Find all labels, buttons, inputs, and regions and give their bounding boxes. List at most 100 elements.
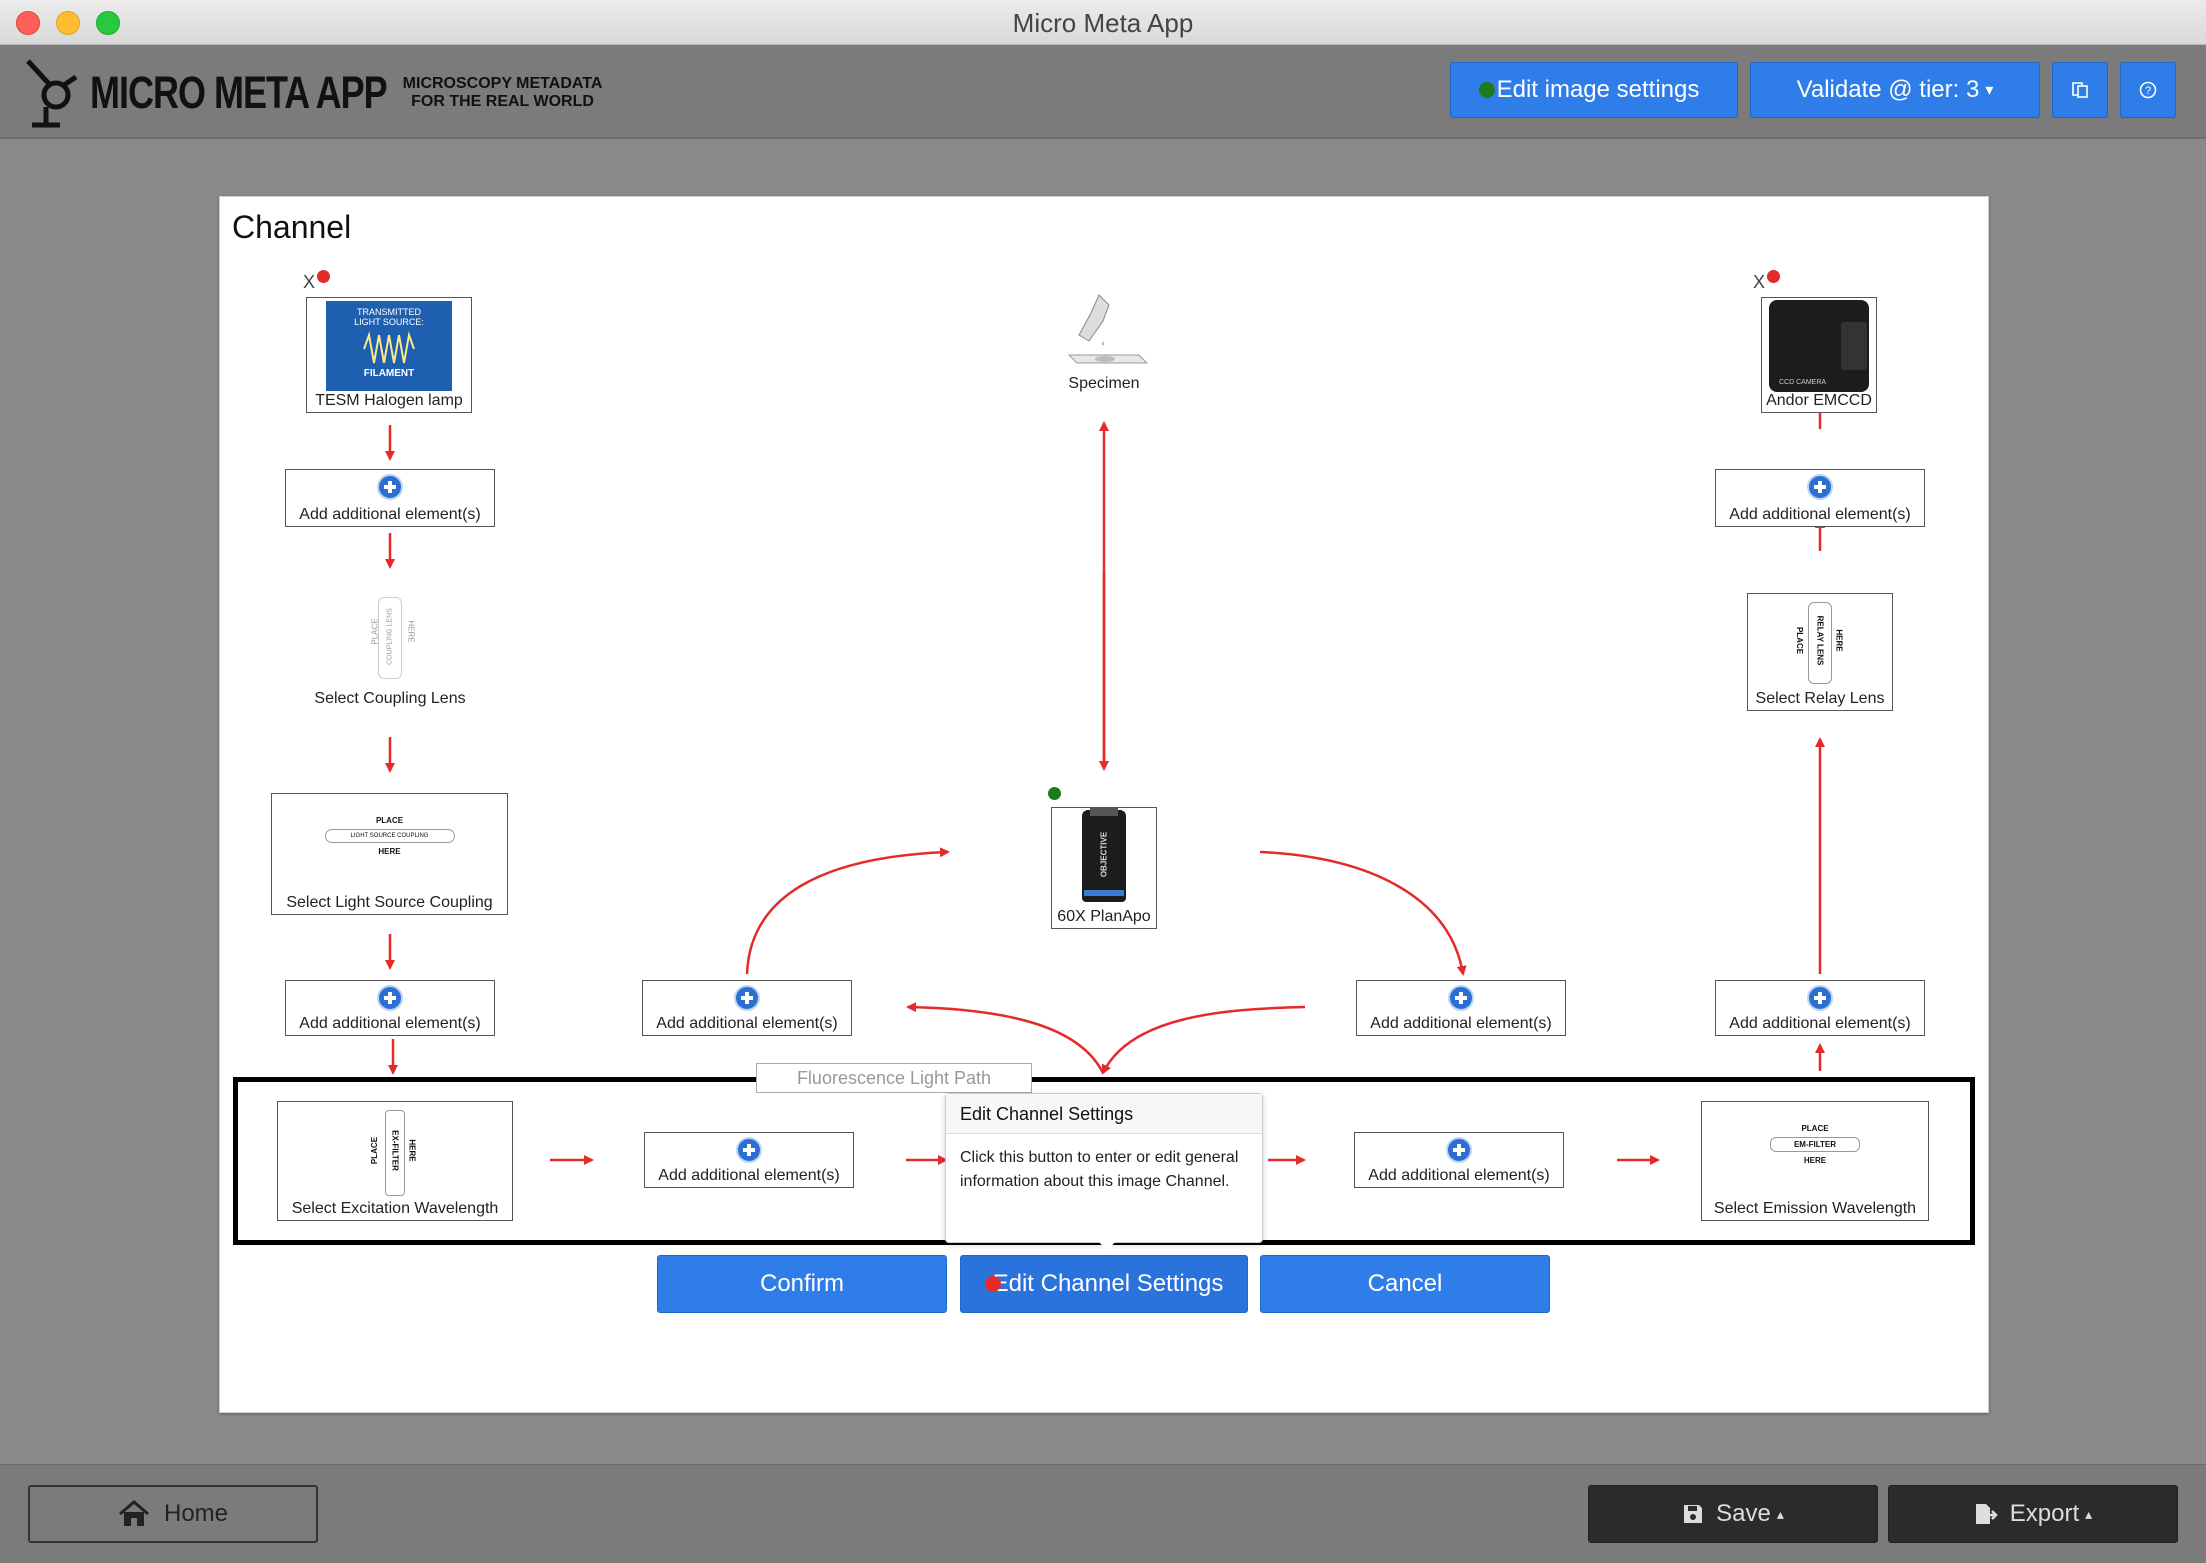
objective-image: OBJECTIVE (1082, 808, 1126, 902)
placeholder-text-name: EX-FILTER (390, 1130, 400, 1171)
remove-light-source[interactable]: X (303, 270, 330, 293)
validate-tier-dropdown[interactable]: Validate @ tier: 3 ▾ (1750, 62, 2040, 118)
edit-channel-tooltip: Edit Channel Settings Click this button … (945, 1093, 1263, 1251)
add-element-button-mid-right[interactable]: Add additional element(s) (1356, 980, 1566, 1036)
lamp-image-text-3: FILAMENT (363, 368, 415, 379)
app-logo: MICRO META APP MICROSCOPY METADATA FOR T… (20, 55, 602, 131)
detector-component[interactable]: CCD CAMERA Andor EMCCD (1761, 297, 1877, 413)
filament-icon (363, 331, 415, 364)
clipboard-icon (2072, 82, 2088, 98)
specimen-slide-icon (1067, 294, 1149, 364)
lamp-image-text-1: TRANSMITTED (357, 307, 421, 317)
zoom-window-button[interactable] (96, 11, 120, 35)
add-element-label: Add additional element(s) (656, 1015, 838, 1032)
window-title: Micro Meta App (1012, 8, 1194, 38)
export-label: Export (2009, 1500, 2080, 1527)
tooltip-arrow (1099, 1242, 1115, 1251)
objective-image-text: OBJECTIVE (1099, 831, 1109, 878)
excitation-wavelength-component[interactable]: PLACE EX-FILTER HERE Select Excitation W… (277, 1101, 513, 1221)
placeholder-text-name: RELAY LENS (1815, 615, 1825, 666)
logo-tagline: MICROSCOPY METADATA FOR THE REAL WORLD (403, 75, 603, 111)
logo-tagline-line-1: MICROSCOPY METADATA (402, 75, 603, 92)
relay-lens-component[interactable]: PLACE RELAY LENS HERE Select Relay Lens (1747, 593, 1893, 711)
excitation-wavelength-label: Select Excitation Wavelength (291, 1200, 499, 1217)
confirm-button[interactable]: Confirm (657, 1255, 947, 1313)
add-element-label: Add additional element(s) (658, 1167, 840, 1184)
coupling-lens-placeholder-image: PLACE COUPLING LENS HERE (360, 597, 420, 679)
placeholder-text-name: EM-FILTER (1770, 1137, 1860, 1152)
add-element-label: Add additional element(s) (1370, 1015, 1552, 1032)
specimen-component[interactable]: Specimen (1046, 285, 1162, 395)
specimen-label: Specimen (1068, 375, 1140, 392)
question-circle-icon: ? (2139, 81, 2157, 99)
home-button[interactable]: Home (28, 1485, 318, 1543)
edit-image-settings-label: Edit image settings (1496, 76, 1700, 103)
minimize-window-button[interactable] (56, 11, 80, 35)
detector-label: Andor EMCCD (1766, 392, 1872, 409)
placeholder-text-here: HERE (406, 620, 416, 643)
error-dot (1767, 270, 1780, 283)
status-dot (1478, 82, 1495, 98)
coupling-lens-label: Select Coupling Lens (314, 690, 466, 707)
app-footer: Home Save ▴ Export ▴ (0, 1464, 2206, 1563)
help-button[interactable]: ? (2120, 62, 2176, 118)
fluorescence-light-path-label: Fluorescence Light Path (756, 1063, 1032, 1093)
remove-label: X (1753, 272, 1766, 292)
copy-button[interactable] (2052, 62, 2108, 118)
add-plus-icon (377, 985, 403, 1011)
caret-up-icon: ▴ (1776, 1505, 1784, 1522)
edit-image-settings-button[interactable]: Edit image settings (1450, 62, 1738, 118)
remove-detector[interactable]: X (1753, 270, 1780, 293)
home-label: Home (163, 1500, 229, 1527)
export-dropdown-button[interactable]: Export ▴ (1888, 1485, 2178, 1543)
light-source-coupling-component[interactable]: PLACE LIGHT SOURCE COUPLING HERE Select … (271, 793, 508, 915)
tooltip-title: Edit Channel Settings (946, 1094, 1262, 1134)
light-source-component[interactable]: TRANSMITTED LIGHT SOURCE: FILAMENT TESM … (306, 297, 472, 413)
light-source-coupling-placeholder-image: PLACE LIGHT SOURCE COUPLING HERE (324, 816, 455, 864)
add-element-button-mid-left[interactable]: Add additional element(s) (642, 980, 852, 1036)
objective-component[interactable]: OBJECTIVE 60X PlanApo (1051, 807, 1157, 929)
svg-text:?: ? (2145, 85, 2151, 97)
add-element-button-left-2[interactable]: Add additional element(s) (285, 980, 495, 1036)
channel-panel: Channel (219, 196, 1989, 1413)
export-icon (1975, 1504, 1998, 1524)
close-window-button[interactable] (16, 11, 40, 35)
window-titlebar: Micro Meta App (0, 0, 2206, 45)
logo-text: MICRO META APP (90, 66, 388, 118)
microscope-logo-icon (26, 59, 78, 128)
light-source-label: TESM Halogen lamp (315, 392, 463, 409)
add-element-button-left-1[interactable]: Add additional element(s) (285, 469, 495, 527)
save-dropdown-button[interactable]: Save ▴ (1588, 1485, 1878, 1543)
relay-lens-placeholder-image: PLACE RELAY LENS HERE (1790, 602, 1850, 684)
add-plus-icon (734, 985, 760, 1011)
add-plus-icon (1448, 985, 1474, 1011)
add-element-label: Add additional element(s) (1729, 506, 1911, 523)
error-dot (984, 1276, 1001, 1292)
logo-tagline-line-2: FOR THE REAL WORLD (411, 93, 594, 110)
camera-image-text: CCD CAMERA (1779, 379, 1827, 386)
add-plus-icon (377, 474, 403, 500)
add-element-button-right-2[interactable]: Add additional element(s) (1715, 980, 1925, 1036)
placeholder-text-name: LIGHT SOURCE COUPLING (324, 829, 455, 843)
edit-channel-settings-button[interactable]: Edit Channel Settings (960, 1255, 1248, 1313)
placeholder-text-here: HERE (378, 847, 401, 856)
placeholder-text-place: PLACE (375, 816, 404, 825)
halogen-lamp-image: TRANSMITTED LIGHT SOURCE: FILAMENT (326, 301, 452, 391)
emission-wavelength-component[interactable]: PLACE EM-FILTER HERE Select Emission Wav… (1701, 1101, 1929, 1221)
add-element-button-path-1[interactable]: Add additional element(s) (644, 1132, 854, 1188)
coupling-lens-component[interactable]: PLACE COUPLING LENS HERE Select Coupling… (290, 592, 490, 710)
placeholder-text-place: PLACE (370, 1136, 380, 1165)
light-path-arrows (385, 397, 1825, 1165)
objective-label: 60X PlanApo (1057, 908, 1151, 925)
add-element-button-right-1[interactable]: Add additional element(s) (1715, 469, 1925, 527)
validate-label: Validate @ tier: 3 (1796, 76, 1980, 103)
edit-channel-settings-label: Edit Channel Settings (992, 1270, 1224, 1297)
panel-title: Channel (232, 209, 352, 245)
add-element-button-path-2[interactable]: Add additional element(s) (1354, 1132, 1564, 1188)
add-plus-icon (1446, 1137, 1472, 1163)
cancel-button[interactable]: Cancel (1260, 1255, 1550, 1313)
placeholder-text-place: PLACE (1795, 626, 1805, 655)
cancel-label: Cancel (1367, 1270, 1443, 1297)
emission-wavelength-label: Select Emission Wavelength (1713, 1200, 1917, 1217)
add-element-label: Add additional element(s) (1368, 1167, 1550, 1184)
